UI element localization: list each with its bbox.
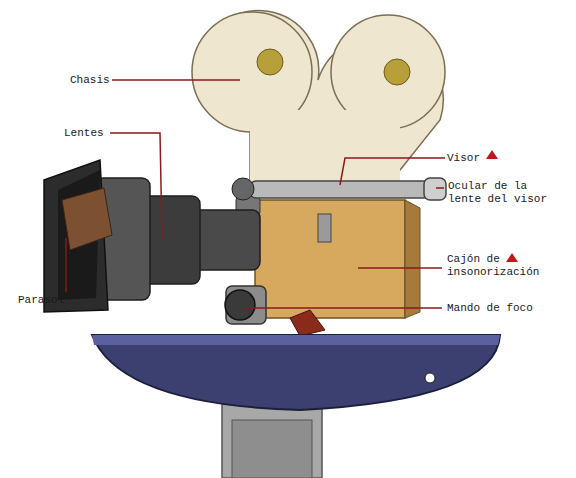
- leader-line: [340, 158, 445, 185]
- tripod-head: [92, 335, 500, 410]
- marker-triangle: [486, 150, 498, 159]
- leader-line: [112, 79, 240, 81]
- marker-triangle: [506, 253, 518, 262]
- leader-line: [246, 307, 442, 309]
- part-label: Visor: [447, 152, 497, 165]
- part-label: Ocular de la lente del visor: [448, 180, 563, 206]
- part-label: Lentes: [64, 127, 124, 140]
- part-label: Cajón de insonorización: [447, 253, 562, 279]
- leader-line: [110, 133, 162, 238]
- handle: [290, 310, 325, 336]
- part-label: Parasol: [18, 294, 88, 307]
- eyepiece: [424, 178, 446, 200]
- part-label: Mando de foco: [447, 302, 567, 315]
- tripod-head-top: [92, 335, 500, 345]
- blimp-box: [255, 200, 405, 318]
- reel-hub: [384, 59, 410, 85]
- reel-hub: [257, 49, 283, 75]
- chassis-plate: [250, 110, 400, 190]
- viewfinder-knob: [232, 178, 254, 200]
- part-label: Chasis: [70, 74, 130, 87]
- focus-knob: [225, 290, 255, 320]
- sunshade-flap: [62, 188, 112, 250]
- blimp-side: [405, 200, 420, 318]
- focus-housing: [226, 286, 266, 324]
- leader-line: [436, 187, 444, 189]
- screw-dot: [425, 373, 435, 383]
- leader-line: [358, 267, 442, 269]
- window: [318, 214, 331, 242]
- leader-line: [65, 238, 67, 292]
- stand-column: [232, 420, 312, 478]
